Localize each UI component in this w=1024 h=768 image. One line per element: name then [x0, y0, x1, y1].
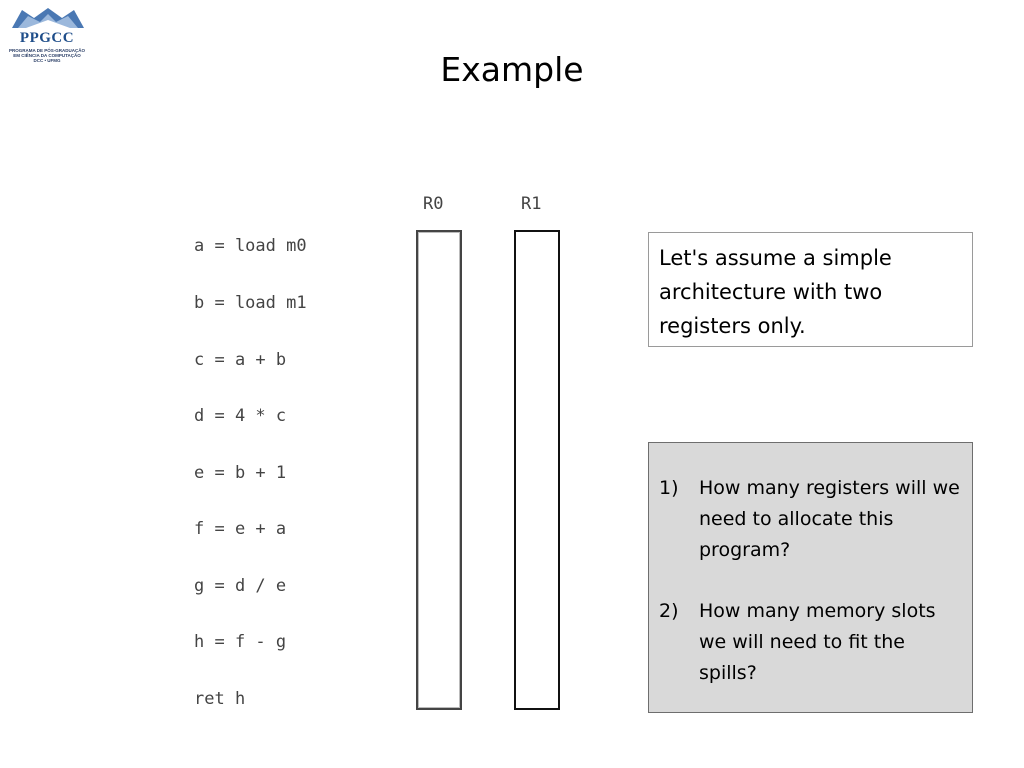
- code-line: c = a + b: [194, 350, 287, 370]
- question-number: 2): [659, 600, 679, 622]
- logo-name: PPGCC: [19, 30, 75, 46]
- code-line: g = d / e: [194, 576, 287, 596]
- question-text: How many registers will we need to alloc…: [699, 477, 960, 561]
- assumption-note-text: Let's assume a simple architecture with …: [659, 246, 892, 338]
- code-line: f = e + a: [194, 519, 287, 539]
- register-column-r1: [514, 230, 560, 710]
- assumption-note: Let's assume a simple architecture with …: [648, 232, 973, 347]
- logo-subtitle-line-2: EM CIÊNCIA DA COMPUTAÇÃO: [13, 53, 81, 58]
- logo-emblem-icon: [12, 8, 84, 28]
- logo-subtitle-line-3: DCC • UFMG: [33, 58, 61, 63]
- code-line: b = load m1: [194, 293, 307, 313]
- register-column-r0: [416, 230, 462, 710]
- questions-box: 1) How many registers will we need to al…: [648, 442, 973, 713]
- logo-subtitle-line-1: PROGRAMA DE PÓS-GRADUAÇÃO: [8, 48, 86, 53]
- code-line: a = load m0: [194, 236, 307, 256]
- ppgcc-logo: PPGCC PROGRAMA DE PÓS-GRADUAÇÃO EM CIÊNC…: [4, 6, 90, 64]
- code-line: d = 4 * c: [194, 406, 287, 426]
- code-line: e = b + 1: [194, 463, 287, 483]
- question-item: 2) How many memory slots we will need to…: [659, 596, 960, 689]
- code-line: h = f - g: [194, 632, 287, 652]
- question-number: 1): [659, 477, 679, 499]
- register-label-r1: R1: [521, 194, 542, 214]
- question-text: How many memory slots we will need to fi…: [699, 600, 936, 684]
- code-line: ret h: [194, 689, 246, 709]
- slide-title: Example: [440, 50, 584, 89]
- question-item: 1) How many registers will we need to al…: [659, 473, 960, 566]
- register-label-r0: R0: [423, 194, 444, 214]
